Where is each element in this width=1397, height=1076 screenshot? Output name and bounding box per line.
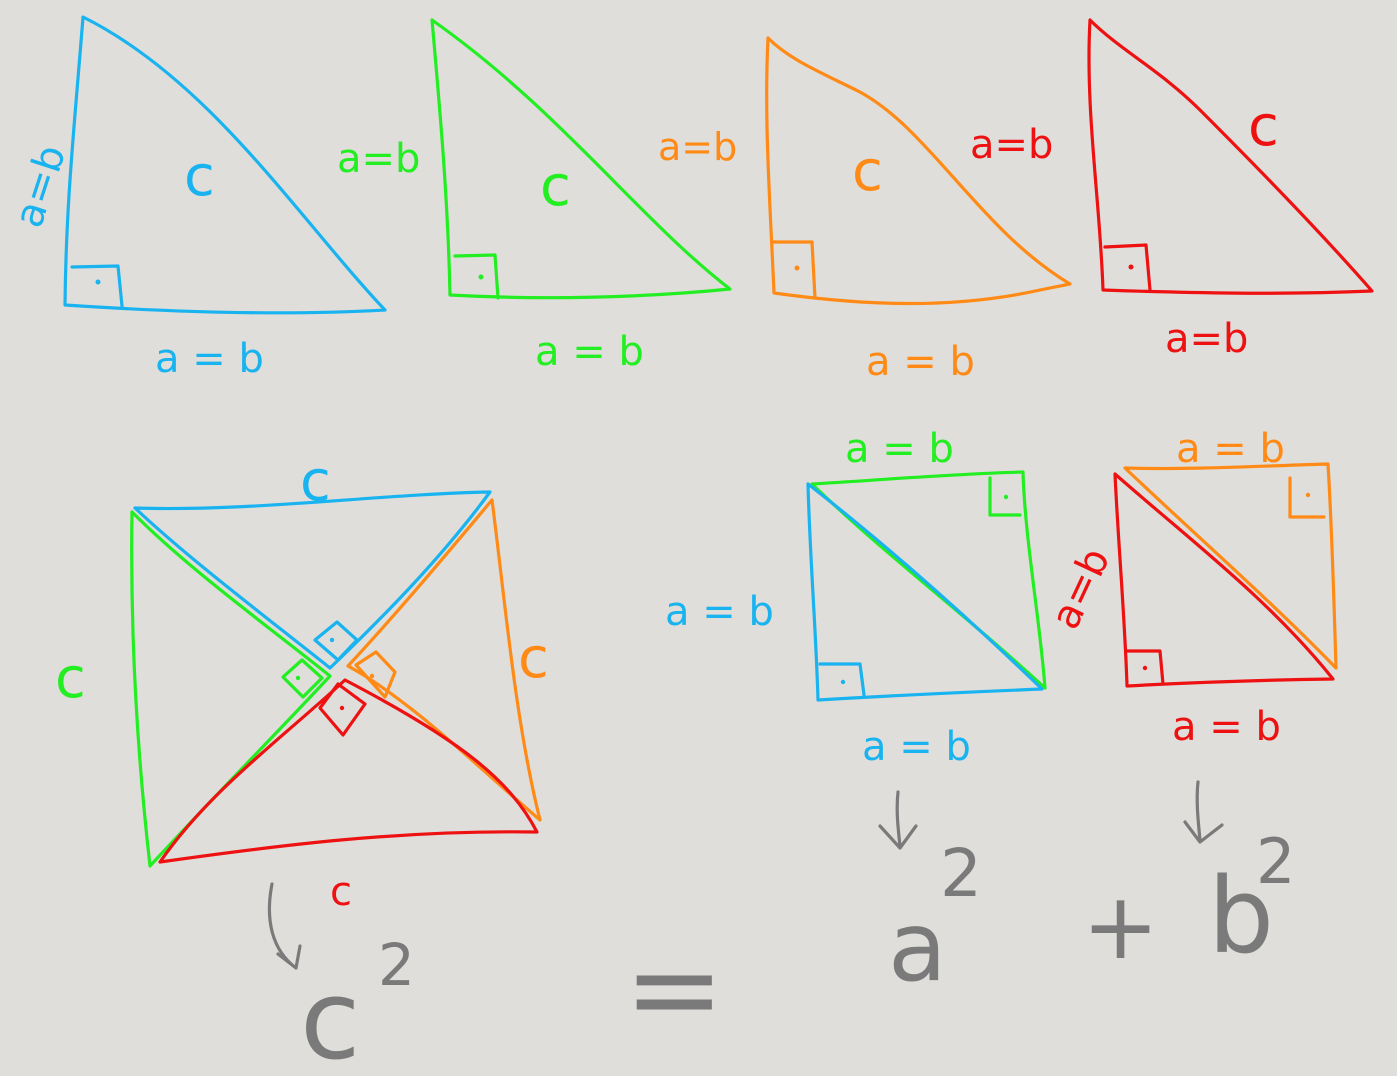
triangle-blue-outline xyxy=(63,15,387,315)
side-label-left: c xyxy=(55,646,86,711)
small-square-a-green-piece xyxy=(810,470,1047,690)
triangle-green: a=b c a = b xyxy=(337,18,732,375)
right-angle-marker xyxy=(1288,476,1326,519)
right-angle-marker xyxy=(1103,243,1152,292)
hypotenuse-label: c xyxy=(540,154,571,219)
big-square-green-piece xyxy=(130,510,332,868)
leg-label: a=b xyxy=(6,140,76,234)
right-angle-marker xyxy=(313,620,359,662)
right-angle-marker xyxy=(771,240,817,300)
equation: c 2 = a 2 + b 2 xyxy=(300,825,1295,1076)
plus-sign: + xyxy=(1082,873,1159,980)
triangle-red-outline xyxy=(1087,18,1374,295)
arrows xyxy=(267,780,1224,970)
triangle-red: a=b c a=b xyxy=(970,18,1374,362)
right-angle-dot xyxy=(1128,264,1134,270)
base-label: a = b xyxy=(866,339,975,385)
side-label-bottom: c xyxy=(330,869,352,915)
b-exponent: 2 xyxy=(1256,825,1295,898)
triangle-blue: a=b c a = b xyxy=(6,15,387,382)
side-label-right: c xyxy=(518,626,549,691)
top-label: a = b xyxy=(845,426,954,472)
right-angle-dot xyxy=(295,675,301,681)
leg-label: a=b xyxy=(970,122,1053,168)
triangle-orange-outline xyxy=(765,36,1072,306)
big-square-blue-piece xyxy=(133,490,492,670)
right-angle-dot xyxy=(329,637,335,643)
right-angle-marker xyxy=(281,658,324,699)
small-square-a: a = b a = b a = b xyxy=(665,426,1047,770)
arrow-down-icon xyxy=(267,882,302,970)
right-angle-dot xyxy=(339,705,345,711)
right-angle-dot xyxy=(794,265,800,271)
leg-label: a=b xyxy=(337,136,420,182)
triangle-orange: a=b c a = b xyxy=(658,36,1072,385)
arrow-down-icon xyxy=(1183,780,1224,844)
hypotenuse-label: c xyxy=(1248,94,1279,159)
top-label: a = b xyxy=(1176,426,1285,472)
big-square-red-piece xyxy=(158,678,539,864)
hypotenuse-label: c xyxy=(184,144,215,209)
right-angle-marker xyxy=(453,253,500,300)
right-angle-marker xyxy=(354,650,397,699)
base-label: a = b xyxy=(535,329,644,375)
b-term: b xyxy=(1208,855,1274,977)
big-square: c c c c xyxy=(55,449,549,915)
right-angle-dot xyxy=(95,279,101,285)
right-angle-dot xyxy=(1142,665,1148,671)
a-term: a xyxy=(888,891,947,1003)
c-term: c xyxy=(300,956,360,1076)
right-angle-dot xyxy=(840,679,846,685)
right-angle-marker xyxy=(70,264,124,308)
right-angle-dot xyxy=(478,274,484,280)
right-angle-marker xyxy=(1125,649,1165,686)
right-angle-dot xyxy=(1305,492,1311,498)
a-exponent: 2 xyxy=(940,835,982,912)
base-label: a=b xyxy=(1165,316,1248,362)
right-angle-dot xyxy=(1003,494,1009,500)
small-square-b-orange-piece xyxy=(1123,462,1338,670)
arrow-down-icon xyxy=(878,790,918,850)
triangle-green-outline xyxy=(430,18,732,300)
base-label: a = b xyxy=(155,336,264,382)
bottom-label: a = b xyxy=(1172,704,1281,750)
right-angle-dot xyxy=(369,673,375,679)
left-label: a=b xyxy=(1042,541,1119,636)
right-angle-marker xyxy=(988,476,1022,517)
right-angle-marker xyxy=(318,682,367,737)
right-angle-marker xyxy=(818,662,866,697)
equals-sign: = xyxy=(624,920,725,1059)
hypotenuse-label: c xyxy=(852,139,883,204)
c-exponent: 2 xyxy=(378,931,415,999)
small-square-b-red-piece xyxy=(1113,472,1335,688)
side-label-top: c xyxy=(300,449,331,514)
leg-label: a=b xyxy=(658,125,737,169)
left-label: a = b xyxy=(665,589,774,635)
bottom-label: a = b xyxy=(862,724,971,770)
small-square-b: a = b a=b a = b xyxy=(1042,426,1338,750)
small-square-a-blue-piece xyxy=(806,482,1044,702)
